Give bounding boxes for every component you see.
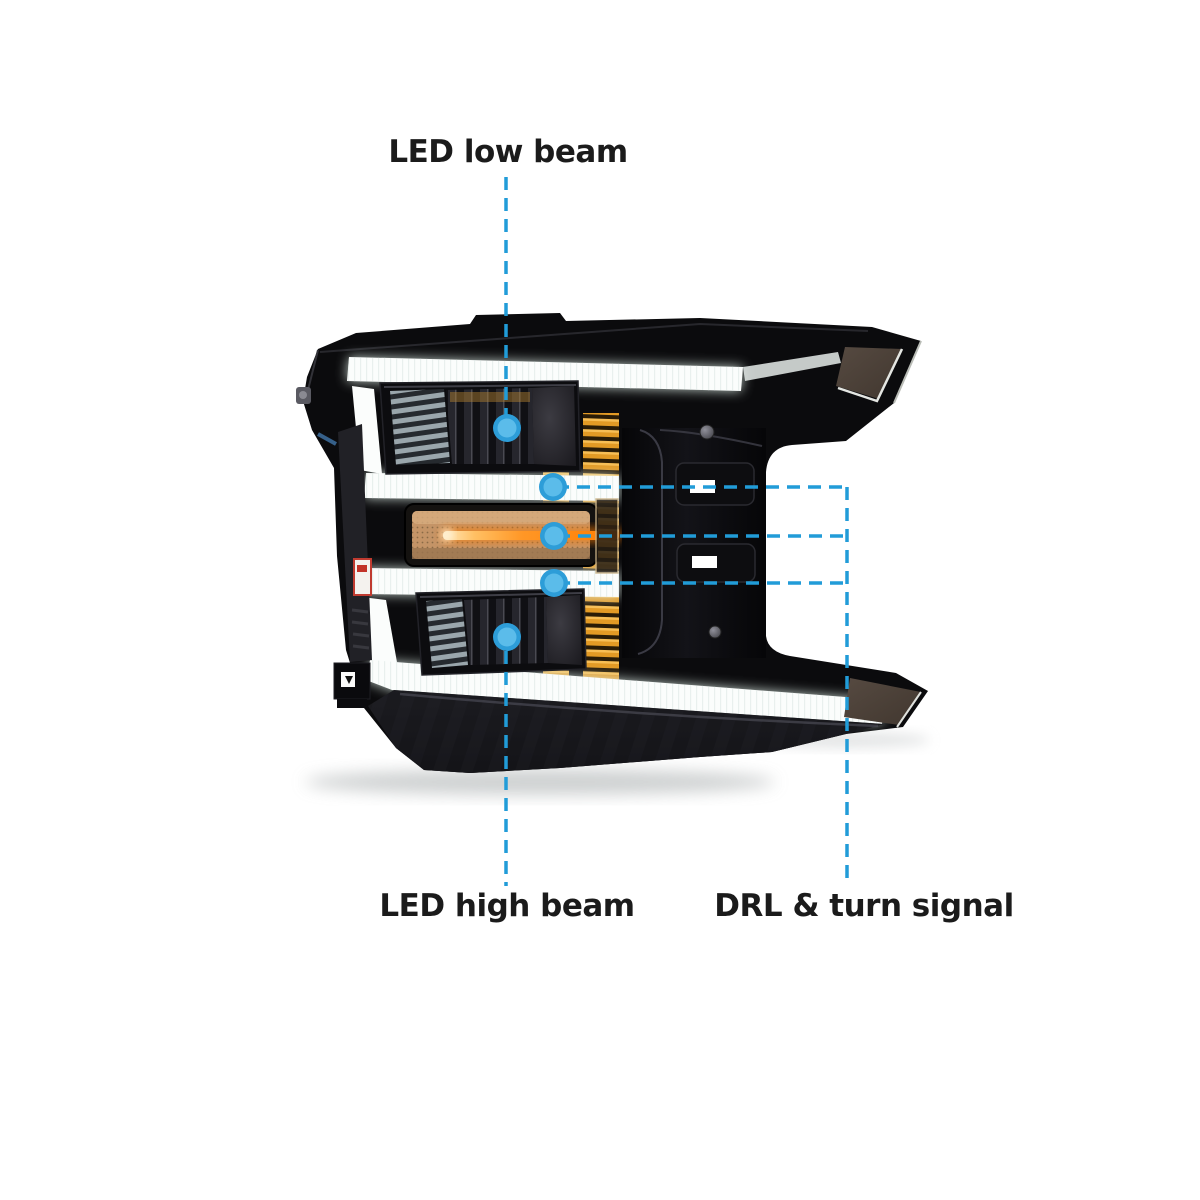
drl-lower-dot — [540, 569, 568, 597]
drl-upper-dot — [539, 473, 567, 501]
label-drl-turn-signal: DRL & turn signal — [714, 888, 1014, 924]
turn-signal-dot — [540, 522, 568, 550]
led-high-beam-dot — [493, 623, 521, 651]
label-led-high-beam: LED high beam — [379, 888, 635, 924]
label-led-low-beam: LED low beam — [388, 134, 628, 170]
led-low-beam-dot — [493, 414, 521, 442]
